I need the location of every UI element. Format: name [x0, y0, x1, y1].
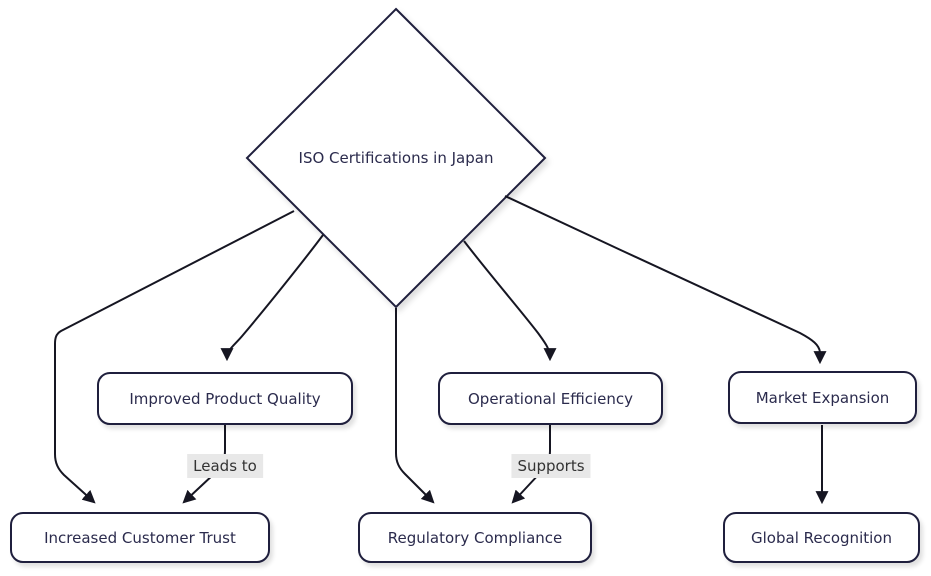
node-regulatory-compliance: Regulatory Compliance [358, 512, 592, 563]
node-operational-efficiency: Operational Efficiency [438, 372, 663, 425]
edge-root-to-market-expansion [504, 195, 827, 365]
edge-label-leads-to: Leads to [187, 454, 263, 478]
edge-root-to-regulatory-compliance [395, 308, 435, 504]
node-label: Operational Efficiency [467, 389, 634, 408]
edge-label-supports: Supports [511, 454, 591, 478]
node-increased-customer-trust: Increased Customer Trust [10, 512, 270, 563]
node-label: Global Recognition [751, 528, 892, 547]
node-label: Improved Product Quality [129, 389, 321, 408]
node-root-text: ISO Certifications in Japan [298, 149, 494, 167]
node-improved-product-quality: Improved Product Quality [97, 372, 353, 425]
node-label: Market Expansion [755, 388, 890, 407]
decision-diamond-shape [245, 7, 547, 309]
node-market-expansion: Market Expansion [728, 371, 917, 424]
edge-root-to-improved-product-quality [220, 234, 324, 362]
edge-root-to-increased-customer-trust [54, 210, 295, 504]
node-root-label: ISO Certifications in Japan [246, 140, 546, 176]
edge-root-to-operational-efficiency [463, 240, 557, 362]
node-label: Regulatory Compliance [387, 528, 563, 547]
node-label: Increased Customer Trust [44, 528, 236, 547]
node-global-recognition: Global Recognition [723, 512, 920, 563]
